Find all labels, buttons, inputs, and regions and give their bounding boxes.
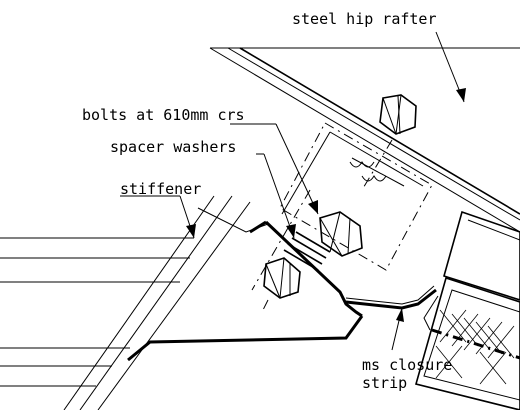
label-steel-hip-rafter: steel hip rafter bbox=[292, 10, 437, 28]
steel-hip-rafter bbox=[209, 47, 520, 233]
stiffener bbox=[0, 195, 364, 410]
top-bolt bbox=[349, 94, 417, 191]
insulated-panel bbox=[415, 210, 520, 410]
ms-closure-strip bbox=[345, 285, 437, 310]
label-bolts: bolts at 610mm crs bbox=[82, 106, 245, 124]
label-spacer-washers: spacer washers bbox=[110, 138, 236, 156]
nut bbox=[263, 257, 301, 299]
leaders bbox=[120, 31, 466, 351]
label-stiffener: stiffener bbox=[120, 180, 201, 198]
angle-cleat bbox=[279, 122, 433, 271]
label-ms-closure-strip: strip bbox=[362, 374, 407, 392]
label-ms-closure: ms closure bbox=[362, 356, 452, 374]
stiffener-bolt bbox=[251, 189, 363, 291]
